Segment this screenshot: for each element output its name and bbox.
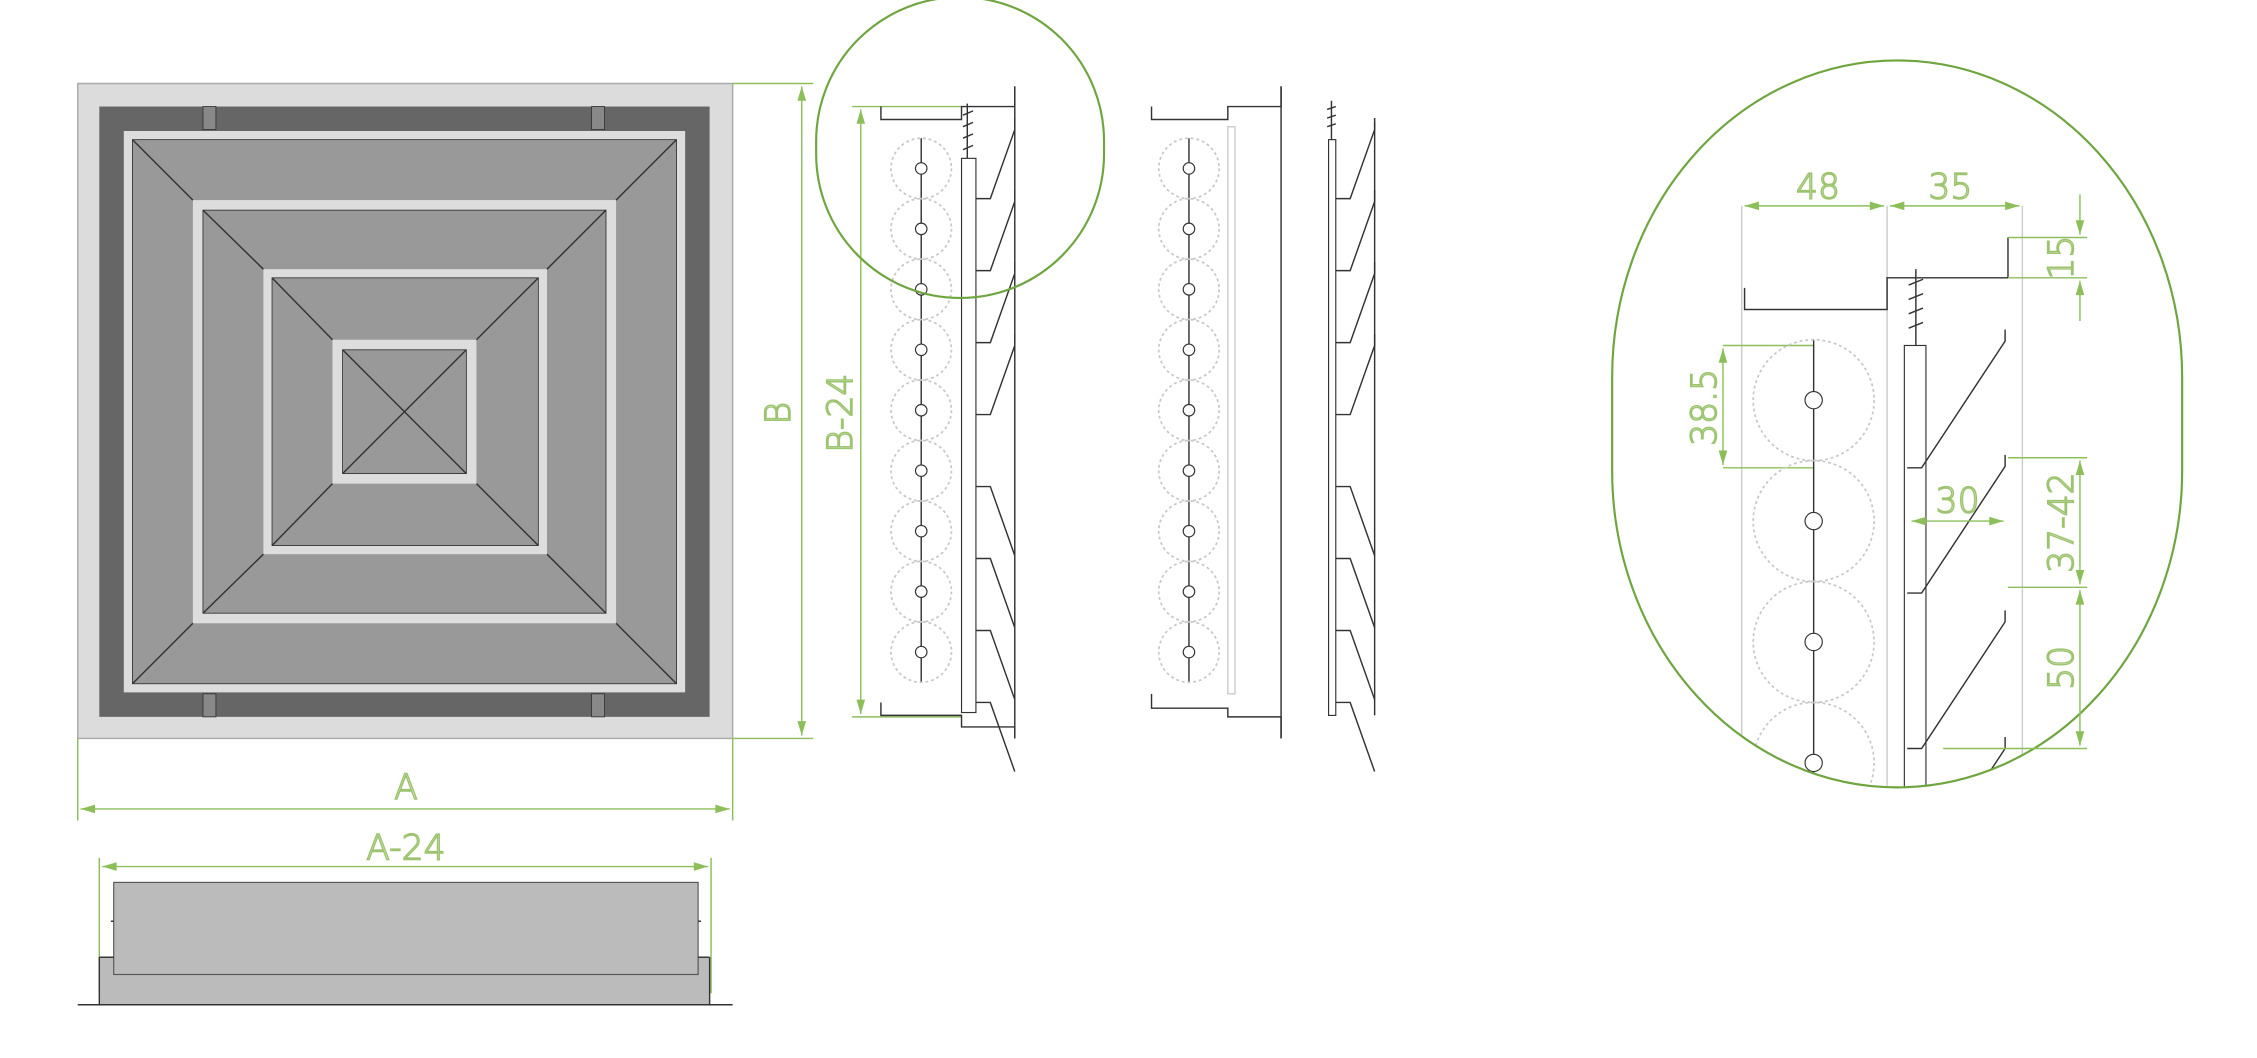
dim-38-5-label: 38.5	[1685, 369, 1725, 446]
pivot-icon	[914, 162, 928, 175]
blade	[1335, 190, 1376, 272]
dim-b24-label: B-24	[821, 374, 861, 453]
pivot-icon	[1182, 403, 1196, 417]
gear-icon	[1752, 701, 1875, 788]
blade	[975, 261, 1016, 344]
gear-icon	[890, 197, 953, 260]
section-view-1	[880, 86, 1016, 772]
pivot-icon	[914, 343, 928, 357]
pivot-icon	[1804, 511, 1823, 531]
pivot-icon	[1182, 464, 1196, 478]
bottom-view: A-24	[77, 828, 733, 1006]
gear-icon	[890, 439, 953, 502]
pivot-icon	[1182, 585, 1196, 598]
blade	[1335, 261, 1376, 344]
pivot-icon	[1804, 753, 1823, 773]
blade	[975, 701, 1016, 772]
gear-icon	[890, 500, 953, 563]
pivot-icon	[914, 645, 928, 659]
pivot-icon	[914, 585, 928, 598]
blade	[975, 333, 1016, 416]
detail-marker	[815, 0, 1106, 300]
front-view: A B B-24	[77, 82, 962, 821]
pivot-icon	[1182, 222, 1196, 236]
dim-a24-label: A-24	[366, 828, 445, 868]
blade	[975, 629, 1016, 700]
dim-50-label: 50	[2042, 646, 2082, 690]
pivot-icon	[914, 403, 928, 417]
blade	[975, 118, 1016, 200]
gear-icon	[1157, 620, 1221, 684]
pivot-icon	[1182, 343, 1196, 357]
pivot-icon	[914, 222, 928, 236]
blade	[1907, 610, 2006, 750]
pivot-icon	[914, 464, 928, 478]
blade	[1335, 485, 1376, 556]
blade	[1907, 329, 2006, 469]
gear-icon	[1157, 500, 1221, 563]
blade	[1335, 557, 1376, 628]
blade	[1335, 629, 1376, 700]
blade	[1335, 701, 1376, 772]
blade	[975, 557, 1016, 628]
gear-icon	[1157, 197, 1221, 260]
pivot-icon	[1182, 283, 1196, 296]
gear-icon	[890, 620, 953, 684]
detail-view: 48 35 15 38.5 30 37-42 50	[1611, 59, 2184, 789]
dim-48-label: 48	[1796, 168, 1840, 208]
pivot-icon	[1182, 162, 1196, 175]
dim-35-label: 35	[1928, 168, 1972, 208]
gear-icon	[890, 318, 953, 381]
gear-icon	[890, 560, 953, 623]
gear-icon	[1157, 439, 1221, 502]
gear-icon	[1157, 560, 1221, 623]
blade	[975, 190, 1016, 272]
blade	[1907, 454, 2006, 594]
blade	[1907, 736, 2006, 788]
blade	[1335, 118, 1376, 200]
blade	[1335, 333, 1376, 416]
section-view-2	[1150, 86, 1282, 739]
gear-icon	[1157, 318, 1221, 381]
dim-a-label: A	[394, 768, 418, 808]
pivot-icon	[1182, 524, 1196, 538]
gear-icon	[890, 379, 953, 442]
section-view-3	[1326, 100, 1376, 772]
pivot-icon	[1804, 390, 1823, 410]
dim-15-label: 15	[2042, 236, 2082, 280]
dim-37-42-label: 37-42	[2042, 472, 2082, 572]
gear-icon	[1157, 379, 1221, 442]
blade	[975, 485, 1016, 556]
dim-30-label: 30	[1936, 481, 1980, 521]
dim-b-label: B	[759, 402, 799, 425]
pivot-icon	[914, 524, 928, 538]
pivot-icon	[1182, 645, 1196, 659]
pivot-icon	[1804, 632, 1823, 652]
